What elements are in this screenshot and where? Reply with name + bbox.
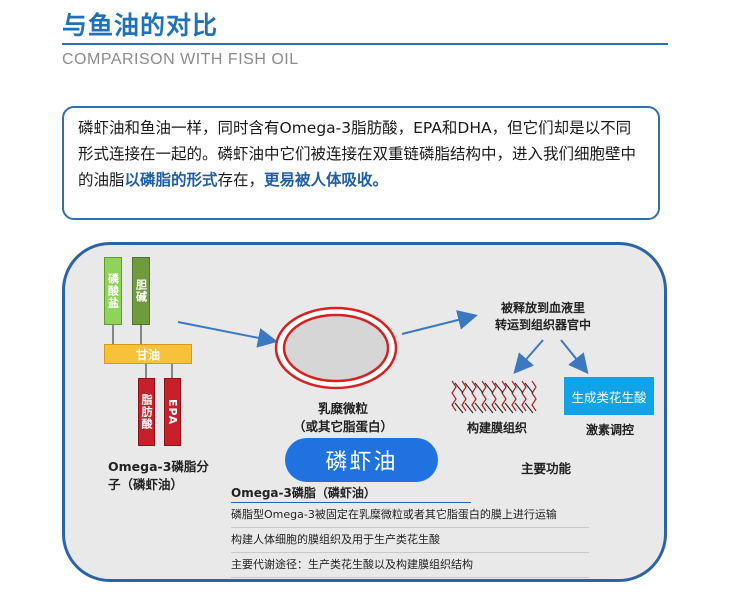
phosphate-block: 磷酸盐 bbox=[104, 257, 122, 325]
molecule-caption-line2: 子（磷虾油） bbox=[108, 477, 184, 492]
info-table-heading: Omega-3磷脂（磷虾油） bbox=[231, 484, 471, 503]
glycerol-label: 甘油 bbox=[135, 347, 160, 362]
intro-highlight-2: 更易被人体吸收。 bbox=[264, 171, 389, 189]
micelle-label-line1: 乳糜微粒 bbox=[317, 401, 368, 416]
intro-text-2: 存在， bbox=[217, 171, 265, 189]
info-table-row: 主要代谢途径：生产类花生酸以及构建膜组织结构 bbox=[231, 553, 589, 578]
choline-block: 胆碱 bbox=[132, 257, 150, 325]
micelle-label-line2: （或其它脂蛋白） bbox=[292, 419, 393, 434]
info-table-row: 构建人体细胞的膜组织及用于生产类花生酸 bbox=[231, 528, 589, 553]
choline-label: 胆碱 bbox=[134, 279, 148, 303]
molecule-caption: Omega-3磷脂分 子（磷虾油） bbox=[108, 458, 238, 494]
intro-textbox: 磷虾油和鱼油一样，同时含有Omega-3脂肪酸，EPA和DHA，但它们却是以不同… bbox=[62, 106, 660, 220]
lipoprotein-ring-icon bbox=[274, 306, 398, 390]
arrow-icon bbox=[401, 310, 478, 335]
intro-text-1: 磷虾油和鱼油一样，同时含有Omega-3脂肪酸，EPA和DHA，但它们却是以不同… bbox=[78, 119, 637, 189]
info-table-row: 磷脂型Omega-3被固定在乳糜微粒或者其它脂蛋白的膜上进行运输 bbox=[231, 503, 589, 528]
main-function-label: 主要功能 bbox=[520, 461, 571, 476]
membrane-label: 构建膜组织 bbox=[466, 421, 527, 435]
lipid-bilayer-icon bbox=[451, 380, 537, 414]
release-text: 被释放到血液里 转运到组织器官中 bbox=[478, 300, 608, 334]
epa-label: EPA bbox=[166, 398, 179, 426]
release-text-line1: 被释放到血液里 bbox=[500, 301, 585, 315]
release-text-line2: 转运到组织器官中 bbox=[494, 318, 591, 332]
molecule-caption-line1: Omega-3磷脂分 bbox=[108, 459, 209, 474]
micelle-label: 乳糜微粒 （或其它脂蛋白） bbox=[290, 400, 396, 436]
glycerol-block: 甘油 bbox=[104, 344, 192, 364]
page-title: 与鱼油的对比 bbox=[62, 11, 219, 40]
prostaglandin-box: 生成类花生酸 bbox=[564, 377, 654, 415]
info-table: Omega-3磷脂（磷虾油） 磷脂型Omega-3被固定在乳糜微粒或者其它脂蛋白… bbox=[231, 484, 589, 578]
epa-block: EPA bbox=[164, 378, 181, 446]
intro-highlight-1: 以磷脂的形式 bbox=[124, 171, 218, 189]
page-subtitle: COMPARISON WITH FISH OIL bbox=[62, 51, 299, 68]
title-divider bbox=[62, 43, 668, 45]
arrow-icon bbox=[513, 339, 544, 375]
arrow-icon bbox=[177, 321, 278, 348]
krill-oil-badge: 磷虾油 bbox=[285, 438, 438, 482]
phosphate-label: 磷酸盐 bbox=[106, 273, 120, 309]
fatty-acid-label: 脂肪酸 bbox=[140, 394, 153, 430]
hormone-label: 激素调控 bbox=[585, 423, 634, 437]
arrow-icon bbox=[560, 339, 589, 375]
fatty-acid-block: 脂肪酸 bbox=[138, 378, 155, 446]
